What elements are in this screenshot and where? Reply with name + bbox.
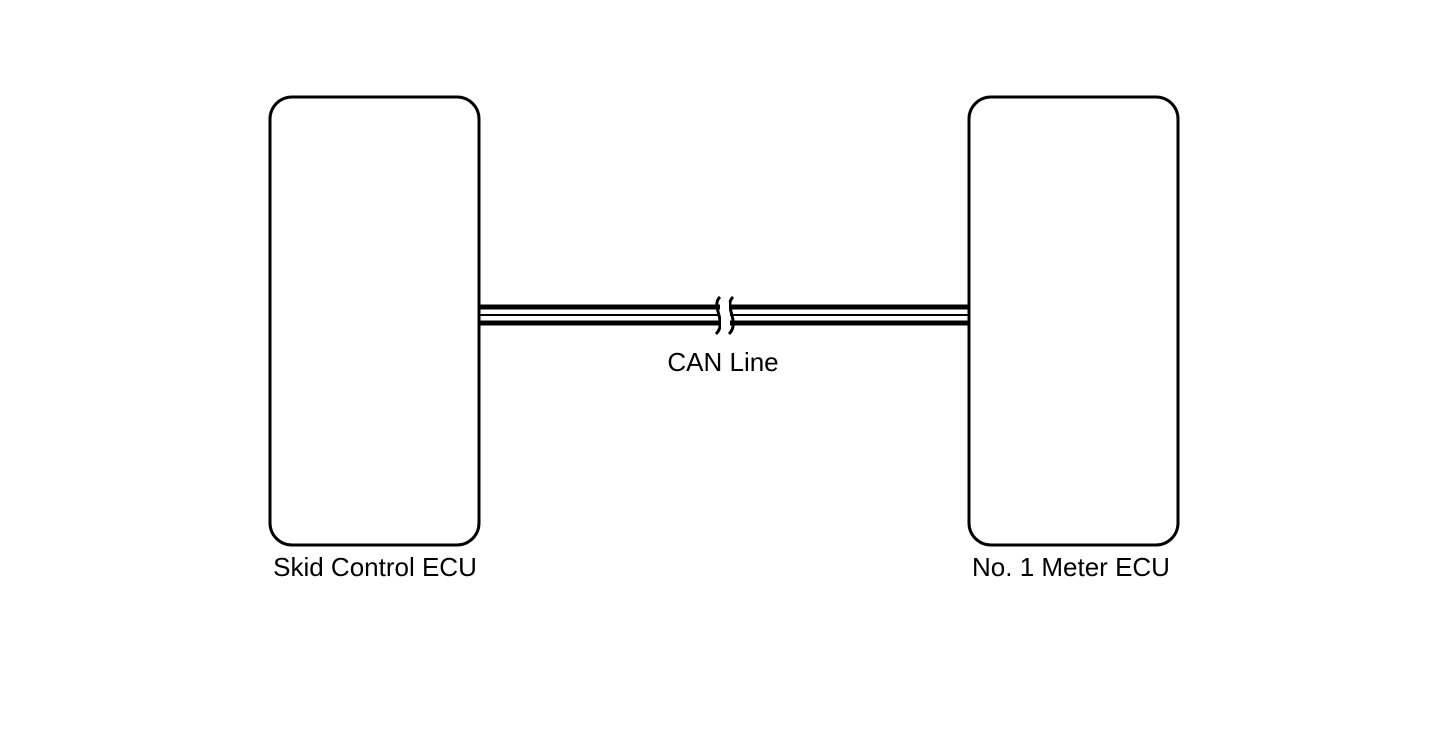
can-line-right-segment <box>730 304 969 326</box>
skid-control-ecu-box <box>268 95 481 547</box>
meter-ecu-box <box>967 95 1180 547</box>
line-break-gap <box>721 302 729 328</box>
meter-ecu-label: No. 1 Meter ECU <box>972 552 1170 582</box>
line-break-symbol <box>714 295 735 336</box>
can-line <box>479 295 969 336</box>
can-line-label: CAN Line <box>667 347 778 377</box>
can-line-left-segment <box>479 304 720 326</box>
skid-control-ecu-label: Skid Control ECU <box>273 552 477 582</box>
